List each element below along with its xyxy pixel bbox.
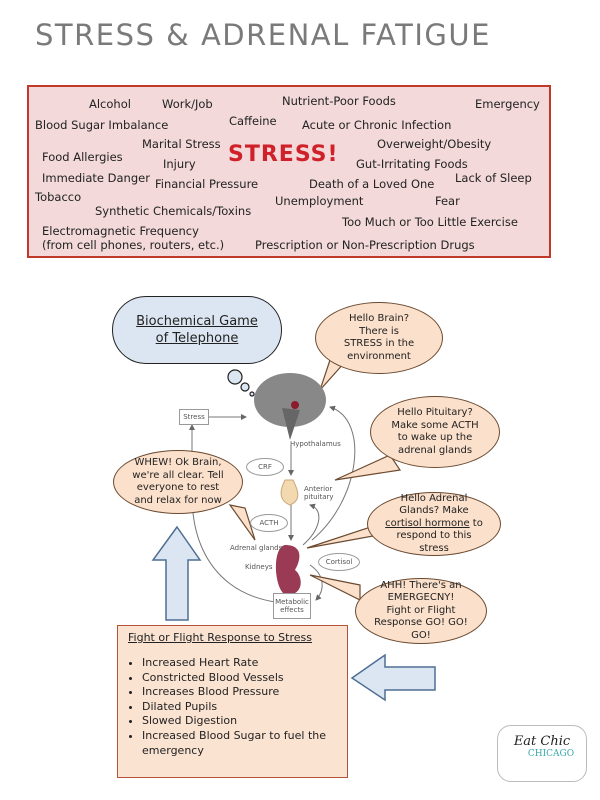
stressor: Financial Pressure — [155, 177, 259, 191]
logo-line: Eat Chic — [513, 734, 571, 749]
stress-center-word: STRESS! — [228, 142, 339, 167]
symptom-item: Constricted Blood Vessels — [142, 671, 337, 686]
bubble-emergency: AHH! There's an EMERGECNY! Fight or Flig… — [355, 578, 487, 644]
anterior-pituitary-label: Anterior pituitary — [304, 485, 334, 501]
symptom-item: Increases Blood Pressure — [142, 685, 337, 700]
stressor: Death of a Loved One — [309, 177, 435, 191]
stressor: Electromagnetic Frequency — [42, 224, 199, 238]
symptom-item: Increased Heart Rate — [142, 656, 337, 671]
stressor: Work/Job — [162, 97, 213, 111]
symptom-item: Increased Blood Sugar to fuel the emerge… — [142, 729, 337, 758]
bubble-brain: Hello Brain? There is STRESS in the envi… — [315, 302, 443, 374]
stressor: Unemployment — [275, 194, 364, 208]
stressor: Alcohol — [89, 97, 131, 111]
logo: Eat Chic CHICAGO — [497, 725, 587, 782]
cortisol-oval: Cortisol — [318, 553, 360, 571]
cloud-title-line: of Telephone — [155, 331, 239, 346]
stress-box: Stress — [179, 409, 209, 425]
metabolic-effects-box: Metabolic effects — [273, 593, 311, 619]
cloud-title-line: Biochemical Game — [136, 314, 258, 329]
up-arrow-icon — [151, 525, 202, 621]
crf-oval: CRF — [246, 458, 284, 476]
fight-or-flight-box: Fight or Flight Response to Stress Incre… — [117, 625, 348, 778]
stressor: Nutrient-Poor Foods — [282, 94, 396, 108]
cortisol-hormone-text: cortisol hormone — [385, 517, 470, 529]
stressor: Gut-Irritating Foods — [356, 157, 468, 171]
adrenal-glands-label: Adrenal glands — [230, 544, 283, 552]
stressor: Prescription or Non-Prescription Drugs — [255, 238, 475, 252]
cloud-title: Biochemical Game of Telephone — [112, 296, 282, 364]
stressor: Injury — [163, 157, 196, 171]
stressor: Emergency — [475, 97, 540, 111]
pituitary-icon — [280, 479, 299, 506]
stressor: Food Allergies — [42, 150, 123, 164]
stressor: Blood Sugar Imbalance — [35, 118, 169, 132]
acth-oval: ACTH — [250, 514, 288, 532]
stressor: Caffeine — [229, 114, 277, 128]
hypothalamus-label: Hypothalamus — [290, 440, 341, 448]
stressor: Marital Stress — [142, 137, 221, 151]
stressor: Acute or Chronic Infection — [302, 118, 452, 132]
bubble-adrenal: Hello Adrenal Glands? Make cortisol horm… — [367, 492, 501, 556]
symptom-item: Dilated Pupils — [142, 700, 337, 715]
brain-icon — [254, 373, 326, 440]
bubble-text: Hello Adrenal Glands? Make — [399, 492, 469, 517]
kidney-icon — [275, 545, 301, 596]
stressor: Too Much or Too Little Exercise — [342, 215, 518, 229]
logo-line: CHICAGO — [527, 749, 575, 759]
stressor: Synthetic Chemicals/Toxins — [95, 204, 252, 218]
bubble-pituitary: Hello Pituitary? Make some ACTH to wake … — [370, 396, 500, 468]
stressors-box: Alcohol Work/Job Nutrient-Poor Foods Eme… — [27, 85, 551, 258]
symptom-item: Slowed Digestion — [142, 714, 337, 729]
thought-bubbles-icon — [227, 369, 255, 397]
stressor: Tobacco — [35, 190, 82, 204]
stressor: Overweight/Obesity — [377, 137, 492, 151]
kidneys-label: Kidneys — [245, 563, 273, 571]
left-arrow-icon — [350, 653, 436, 702]
stressor: (from cell phones, routers, etc.) — [42, 238, 225, 252]
bubble-whew: WHEW! Ok Brain, we're all clear. Tell ev… — [113, 450, 243, 514]
stressor: Immediate Danger — [42, 171, 150, 185]
stressor: Fear — [435, 194, 460, 208]
stressor: Lack of Sleep — [455, 171, 532, 185]
fight-title: Fight or Flight Response to Stress — [128, 631, 312, 644]
bubble-text: to respond to this stress — [396, 517, 483, 554]
page-title: STRESS & ADRENAL FATIGUE — [35, 18, 491, 52]
